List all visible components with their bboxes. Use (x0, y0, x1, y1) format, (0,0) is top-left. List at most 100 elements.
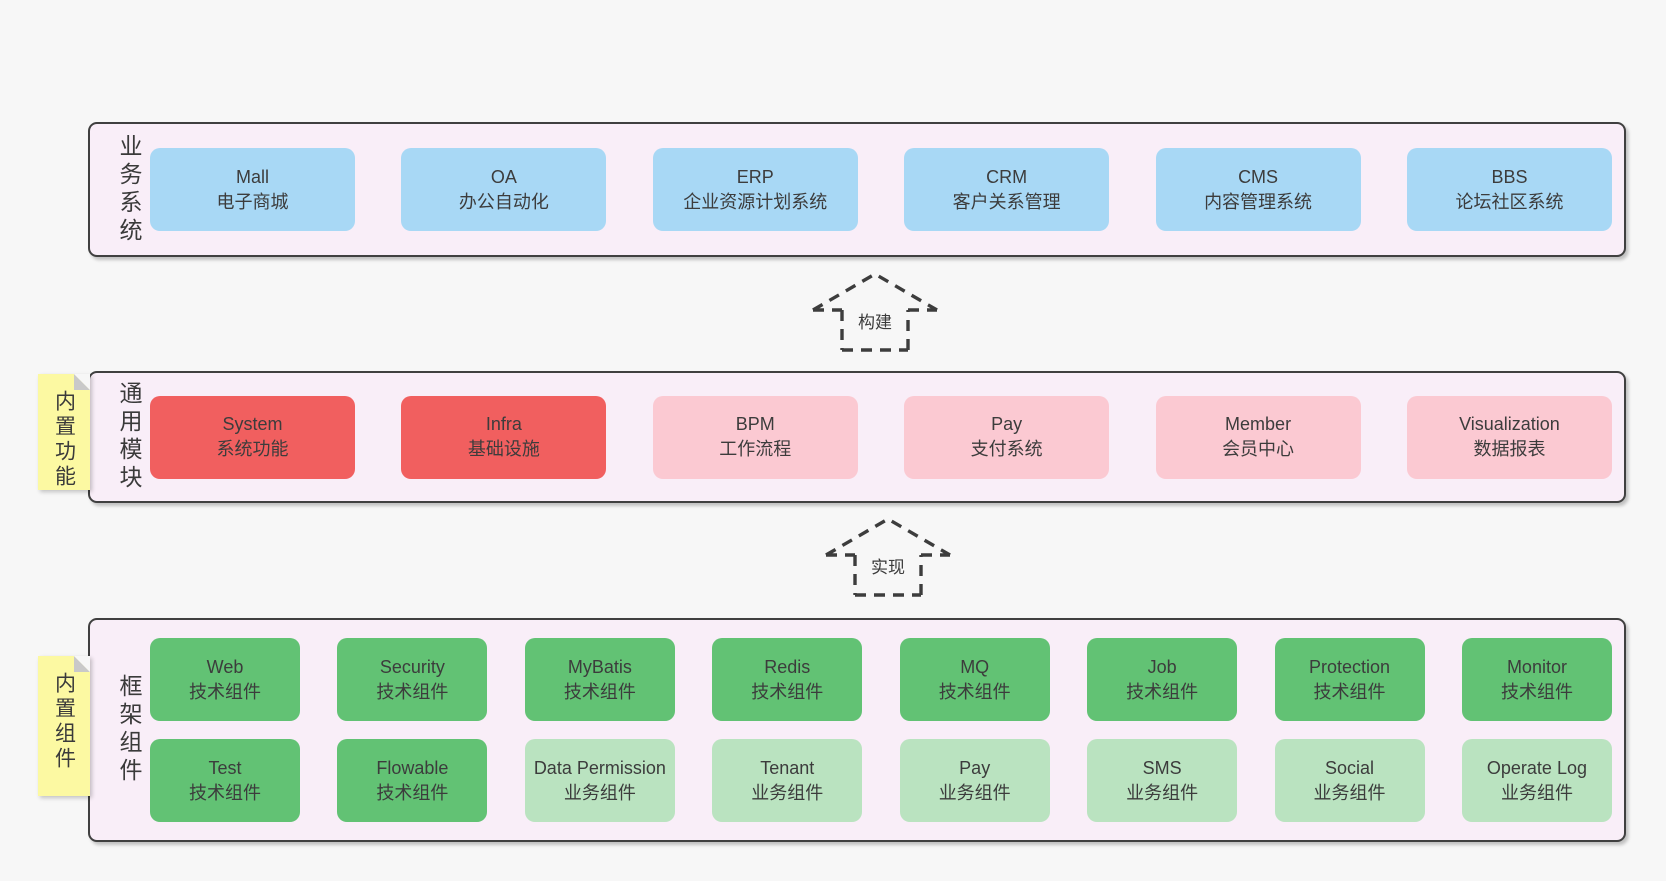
folded-corner-cut (74, 656, 90, 672)
box-pay: Pay 支付系统 (904, 395, 1110, 479)
arrow-build: 构建 (807, 271, 943, 353)
box-job: Job 技术组件 (1087, 638, 1238, 721)
box-desc: 基础设施 (467, 439, 540, 459)
box-desc: 会员中心 (1222, 439, 1295, 459)
box-name: SMS (1142, 757, 1182, 778)
box-desc: 办公自动化 (458, 191, 549, 212)
box-pay-biz: Pay 业务组件 (899, 739, 1050, 822)
box-name: Pay (991, 414, 1023, 435)
business-box-row: Mall 电子商城 OA 办公自动化 ERP 企业资源计划系统 CRM 客户关系… (150, 148, 1612, 231)
band-label-common-modules: 通用模块 (116, 381, 142, 493)
box-mq: MQ 技术组件 (899, 638, 1050, 721)
sticky-note-builtin-components: 内置组件 (38, 656, 90, 796)
box-desc: 企业资源计划系统 (683, 191, 828, 212)
box-desc: 工作流程 (719, 439, 792, 459)
box-desc: 数据报表 (1473, 439, 1546, 459)
box-desc: 技术组件 (1126, 681, 1199, 702)
box-desc: 论坛社区系统 (1455, 191, 1564, 212)
box-redis: Redis 技术组件 (712, 638, 863, 721)
box-name: Test (208, 757, 242, 778)
box-name: Protection (1309, 656, 1391, 677)
folded-corner-cut (74, 374, 90, 390)
box-tenant: Tenant 业务组件 (712, 739, 863, 822)
box-desc: 技术组件 (189, 782, 261, 803)
box-cms: CMS 内容管理系统 (1155, 148, 1361, 231)
box-name: CMS (1238, 166, 1279, 187)
box-test: Test 技术组件 (150, 739, 300, 822)
box-desc: 技术组件 (938, 681, 1011, 702)
box-name: Pay (959, 757, 991, 778)
band-framework-components: 内置组件 框架组件 Web 技术组件 Security 技术组件 MyBatis… (38, 618, 1626, 842)
box-desc: 业务组件 (751, 782, 824, 803)
box-erp: ERP 企业资源计划系统 (652, 148, 858, 231)
box-desc: 系统功能 (216, 439, 289, 459)
sticky-label: 内置功能 (52, 390, 76, 490)
box-name: Security (379, 656, 445, 677)
box-web: Web 技术组件 (150, 638, 300, 721)
box-desc: 技术组件 (1500, 681, 1573, 702)
box-desc: 技术组件 (751, 681, 824, 702)
box-sms: SMS 业务组件 (1087, 739, 1238, 822)
box-desc: 电子商城 (216, 191, 289, 212)
band-common-modules: 内置功能 通用模块 System 系统功能 Infra 基础设施 BPM 工作流… (38, 371, 1626, 503)
box-name: Tenant (760, 757, 815, 778)
box-name: System (222, 414, 283, 435)
band-label-business-systems: 业务系统 (116, 133, 142, 246)
box-name: MyBatis (567, 656, 632, 677)
box-name: CRM (986, 166, 1028, 187)
up-arrow-icon (812, 272, 938, 352)
box-name: Social (1325, 757, 1375, 778)
box-name: Member (1225, 414, 1292, 435)
box-visualization: Visualization 数据报表 (1406, 395, 1612, 479)
box-name: Monitor (1506, 656, 1567, 677)
box-system: System 系统功能 (150, 395, 355, 479)
components-box-row-1: Web 技术组件 Security 技术组件 MyBatis 技术组件 Redi… (150, 638, 1612, 721)
box-mall: Mall 电子商城 (150, 148, 355, 231)
box-data-permission: Data Permission 业务组件 (524, 739, 675, 822)
box-operate-log: Operate Log 业务组件 (1461, 739, 1612, 822)
box-member: Member 会员中心 (1155, 395, 1361, 479)
arrow-implement: 实现 (820, 516, 956, 598)
up-arrow-icon (825, 517, 951, 597)
box-name: Infra (485, 414, 522, 435)
box-name: BPM (735, 414, 775, 435)
box-name: ERP (736, 166, 774, 187)
box-name: Flowable (376, 757, 449, 778)
modules-box-row: System 系统功能 Infra 基础设施 BPM 工作流程 Pay 支付系统… (150, 395, 1612, 479)
box-name: Operate Log (1486, 757, 1587, 778)
box-infra: Infra 基础设施 (401, 395, 607, 479)
band-business-systems: 业务系统 Mall 电子商城 OA 办公自动化 ERP 企业资源计划系统 CRM… (88, 122, 1626, 257)
box-desc: 业务组件 (938, 782, 1011, 803)
box-desc: 客户关系管理 (952, 191, 1061, 212)
box-desc: 技术组件 (189, 681, 261, 702)
box-desc: 业务组件 (1313, 782, 1386, 803)
box-name: Data Permission (533, 757, 666, 778)
box-monitor: Monitor 技术组件 (1461, 638, 1612, 721)
box-desc: 技术组件 (1313, 681, 1386, 702)
sticky-label: 内置组件 (52, 672, 76, 772)
box-desc: 技术组件 (376, 681, 449, 702)
components-box-row-2: Test 技术组件 Flowable 技术组件 Data Permission … (150, 739, 1612, 822)
box-name: OA (490, 166, 517, 187)
box-desc: 内容管理系统 (1204, 191, 1313, 212)
box-name: Job (1147, 656, 1177, 677)
box-name: MQ (960, 656, 990, 677)
box-name: BBS (1491, 166, 1528, 187)
box-name: Visualization (1459, 414, 1560, 435)
arrow-implement-label: 实现 (867, 552, 909, 579)
box-crm: CRM 客户关系管理 (904, 148, 1110, 231)
box-bbs: BBS 论坛社区系统 (1406, 148, 1612, 231)
box-desc: 技术组件 (376, 782, 449, 803)
box-social: Social 业务组件 (1274, 739, 1425, 822)
box-name: Redis (764, 656, 811, 677)
box-oa: OA 办公自动化 (401, 148, 607, 231)
box-desc: 业务组件 (563, 782, 636, 803)
box-mybatis: MyBatis 技术组件 (524, 638, 675, 721)
box-name: Web (206, 656, 244, 677)
band-label-framework-components: 框架组件 (116, 674, 142, 786)
sticky-note-builtin-functions: 内置功能 (38, 374, 90, 490)
box-desc: 业务组件 (1500, 782, 1573, 803)
box-security: Security 技术组件 (337, 638, 488, 721)
box-desc: 支付系统 (970, 439, 1043, 459)
